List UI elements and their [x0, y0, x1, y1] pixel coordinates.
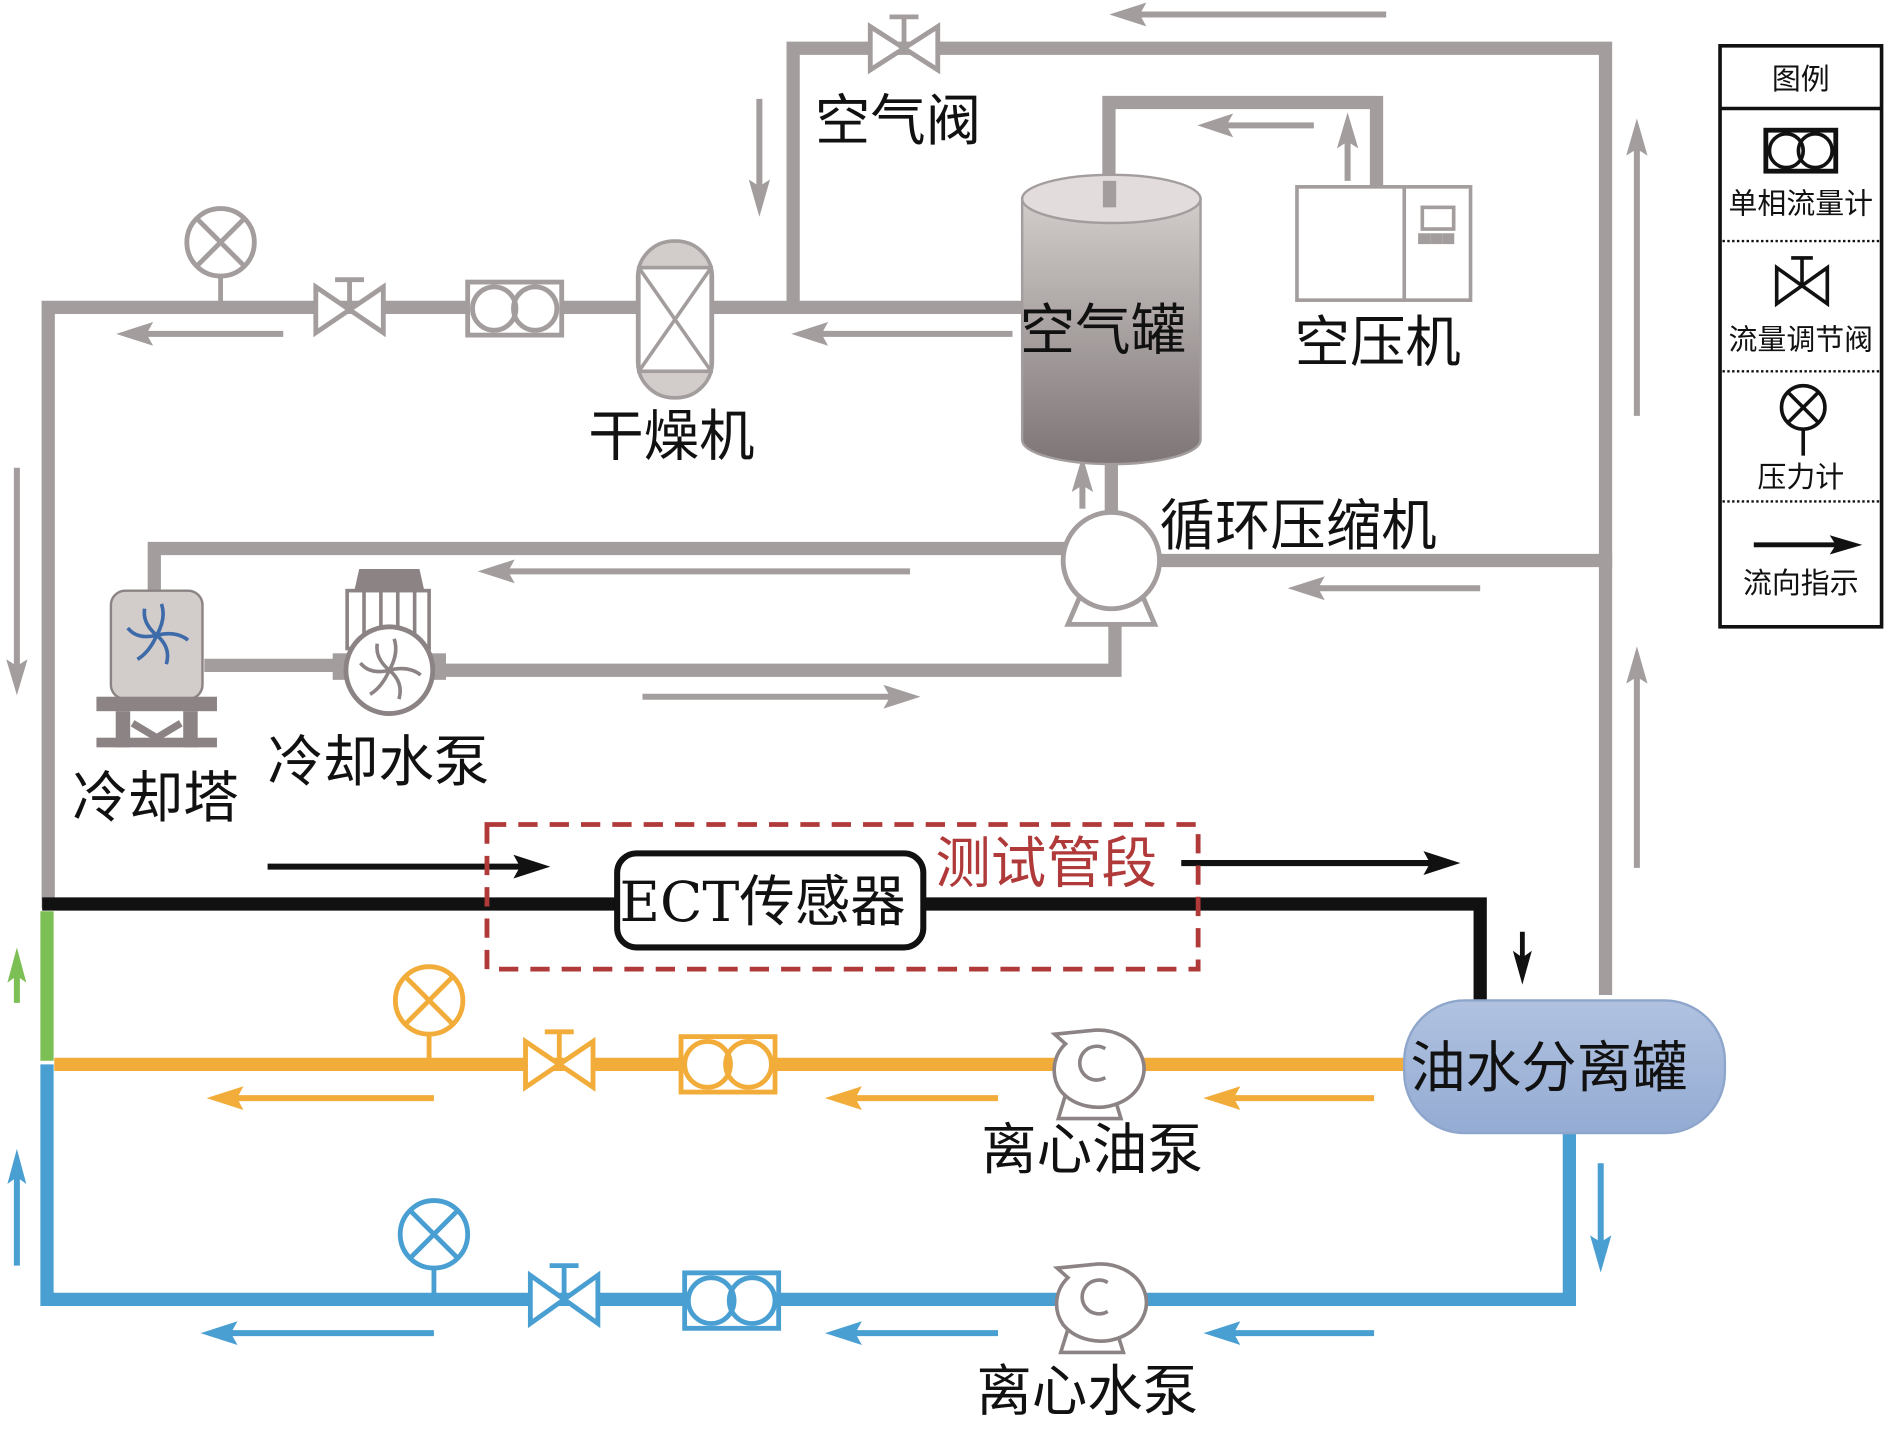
- legend-item-pressure-gauge: 压力计: [1757, 383, 1844, 494]
- flowmeter-oil[interactable]: [678, 1034, 778, 1095]
- cooling-tower-label: 冷却塔: [72, 767, 238, 831]
- flowmeter-water[interactable]: [682, 1270, 782, 1331]
- cooling-water-pump-label: 冷却水泵: [268, 731, 490, 795]
- centrifugal-water-pump[interactable]: [1052, 1262, 1149, 1355]
- air-valve-label: 空气阀: [815, 90, 981, 154]
- oil-pump-label: 离心油泵: [981, 1119, 1203, 1183]
- flow-valve-water[interactable]: [527, 1263, 601, 1329]
- flow-arrow-icon: [1626, 646, 1648, 868]
- flow-arrow-icon: [7, 1148, 27, 1266]
- test-section-box: [484, 822, 1201, 972]
- flow-arrow-icon: [824, 1086, 999, 1110]
- flow-arrow-icon: [7, 947, 27, 1003]
- pressure-gauge-gas[interactable]: [184, 206, 257, 304]
- ect-sensor-label: ECT传感器: [620, 871, 906, 935]
- flow-arrow-icon: [1626, 118, 1648, 416]
- legend-title: 图例: [1772, 62, 1830, 96]
- dryer-label: 干燥机: [588, 406, 754, 470]
- flow-arrow-icon: [791, 322, 1013, 346]
- air-valve[interactable]: [867, 14, 941, 75]
- flow-arrow-icon: [1590, 1163, 1612, 1273]
- flow-arrow-icon: [1336, 112, 1359, 181]
- legend-label: 流向指示: [1743, 566, 1859, 600]
- legend: 图例 单相流量计 流量调节阀 压力计 流向指示: [1718, 44, 1884, 629]
- air-tank[interactable]: [1020, 173, 1202, 466]
- flow-arrow-icon: [1181, 851, 1461, 875]
- cooling-tower[interactable]: [96, 589, 217, 748]
- valve-icon: [523, 1036, 596, 1092]
- flow-valve-gas[interactable]: [313, 277, 386, 338]
- flow-arrow-icon: [477, 559, 911, 584]
- flow-arrow-icon: [1197, 113, 1314, 138]
- legend-label: 单相流量计: [1729, 186, 1874, 220]
- flow-arrow-icon: [642, 684, 921, 709]
- impeller-icon: [358, 638, 422, 700]
- gas-pipe-cooling-top: [147, 541, 1070, 600]
- legend-label: 流量调节阀: [1729, 323, 1874, 357]
- fan-icon: [126, 603, 190, 665]
- flow-arrow-icon: [748, 98, 771, 217]
- flow-arrows: [6, 2, 1648, 1346]
- flow-arrow-icon: [1512, 931, 1532, 985]
- legend-label: 压力计: [1757, 460, 1844, 494]
- flow-arrow-icon: [824, 1321, 999, 1346]
- flow-arrow-icon: [1109, 2, 1387, 27]
- flow-arrow-icon: [6, 467, 28, 696]
- flow-arrow-icon: [200, 1321, 434, 1346]
- air-tank-label: 空气罐: [1020, 300, 1186, 364]
- flow-arrow-icon: [1203, 1321, 1375, 1346]
- flow-arrow-icon: [1287, 576, 1481, 601]
- pressure-gauge-water[interactable]: [397, 1198, 471, 1296]
- air-compressor-label: 空压机: [1295, 312, 1461, 376]
- legend-item-arrow: 流向指示: [1743, 535, 1863, 600]
- flow-arrow-icon: [267, 854, 551, 879]
- water-pipe: [40, 1064, 1577, 1307]
- flow-arrow-icon: [116, 322, 284, 346]
- ect-sensor[interactable]: ECT传感器: [614, 850, 927, 951]
- legend-item-valve: 流量调节阀: [1729, 256, 1874, 357]
- pressure-gauge-oil[interactable]: [392, 964, 466, 1061]
- separator-label: 油水分离罐: [1410, 1037, 1687, 1101]
- centrifugal-oil-pump[interactable]: [1050, 1028, 1146, 1121]
- test-pipe: [42, 897, 1487, 1001]
- legend-item-flowmeter: 单相流量计: [1729, 127, 1874, 220]
- flowmeter-gas[interactable]: [465, 279, 565, 338]
- dryer[interactable]: [635, 239, 715, 400]
- oil-water-separator[interactable]: 油水分离罐: [1403, 999, 1727, 1135]
- water-pump-label: 离心水泵: [976, 1360, 1198, 1424]
- flow-arrow-icon: [1071, 455, 1094, 509]
- flow-arrow-icon: [1203, 1086, 1375, 1110]
- gas-pipe-tank-compressor: [1102, 95, 1384, 194]
- gas-pipe-pump-circ: [429, 617, 1122, 677]
- flow-arrow-icon: [206, 1086, 434, 1110]
- flow-valve-oil[interactable]: [523, 1029, 596, 1092]
- test-section-label: 测试管段: [935, 832, 1157, 896]
- air-compressor[interactable]: [1295, 185, 1473, 302]
- circulation-compressor-label: 循环压缩机: [1160, 495, 1437, 559]
- gas-pipe-top-return: [786, 41, 1613, 996]
- circulation-compressor[interactable]: [1060, 509, 1162, 627]
- cooling-water-pump[interactable]: [332, 568, 446, 716]
